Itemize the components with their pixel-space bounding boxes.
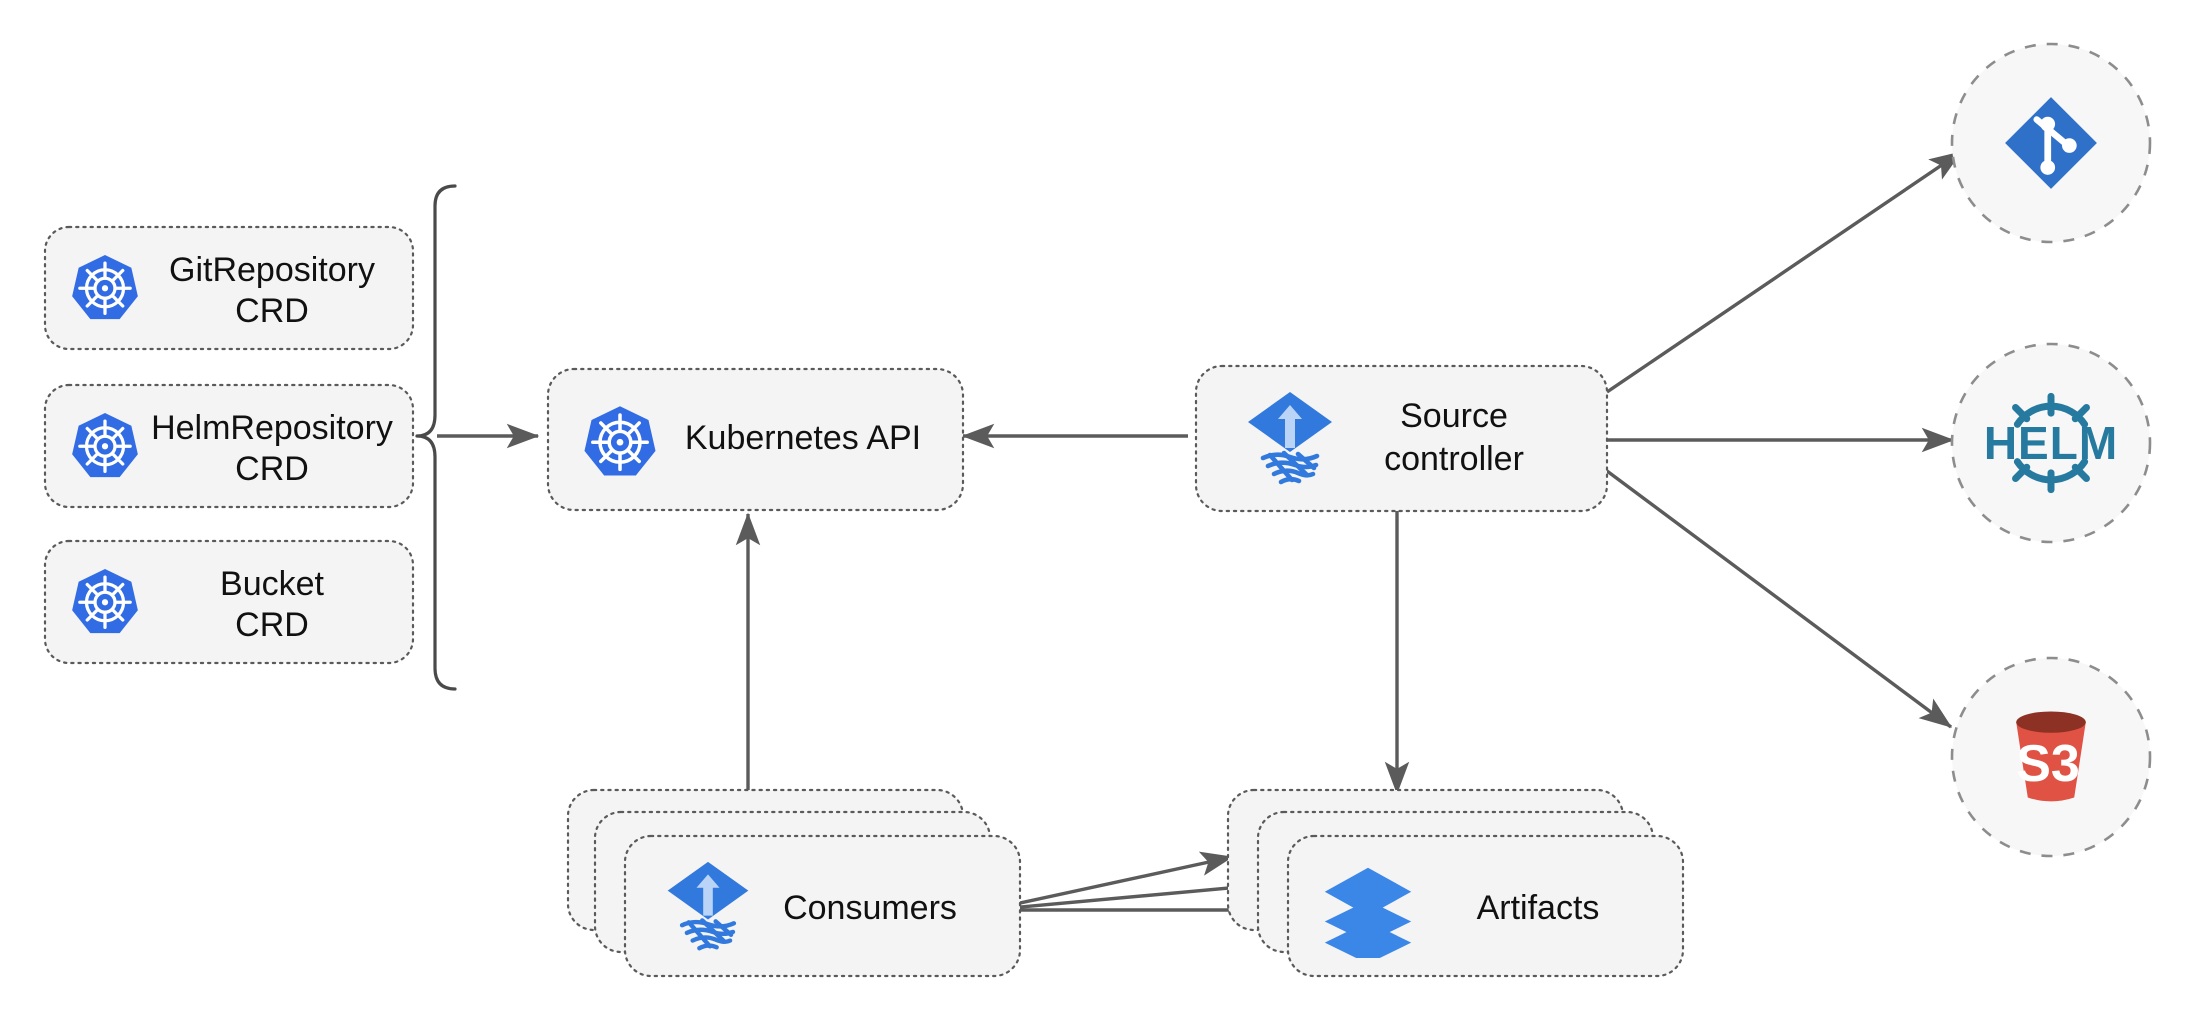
kubernetes-api-label: Kubernetes API [685, 419, 921, 457]
crd-label-line2: CRD [235, 606, 309, 644]
node-consumers[interactable]: Consumers [566, 788, 1022, 978]
crd-label-line2: CRD [235, 292, 309, 330]
crd-label-line2: CRD [235, 450, 309, 488]
source-controller-label-line2: controller [1384, 440, 1524, 478]
crd-group: GitRepository CRD HelmRepository CRD Buc… [43, 184, 457, 691]
crd-label-line1: Bucket [220, 565, 324, 603]
node-artifacts[interactable]: Artifacts [1226, 788, 1685, 978]
artifacts-label: Artifacts [1477, 889, 1600, 927]
external-source-helm[interactable]: HELM [1950, 342, 2152, 544]
crd-card-gitrepository[interactable]: GitRepository CRD [43, 225, 415, 351]
edge-source-controller-to-s3 [1605, 469, 1953, 729]
crd-card-helmrepository[interactable]: HelmRepository CRD [43, 383, 415, 509]
helm-wordmark: HELM [1984, 417, 2118, 469]
crd-label-line1: HelmRepository [151, 409, 393, 447]
edge-consumers-to-artifacts-2 [987, 875, 1264, 912]
crd-label-line1: GitRepository [169, 251, 375, 289]
crd-card-bucket[interactable]: Bucket CRD [43, 539, 415, 665]
s3-wordmark: S3 [2016, 735, 2080, 793]
source-controller-label-line1: Source [1400, 397, 1508, 435]
edge-source-controller-to-git [1606, 150, 1963, 394]
crd-group-brace [415, 184, 457, 691]
node-source-controller[interactable]: Source controller [1194, 364, 1609, 513]
node-kubernetes-api[interactable]: Kubernetes API [546, 367, 965, 512]
edge-consumers-to-artifacts-1 [987, 851, 1234, 912]
external-source-git[interactable] [1950, 42, 2152, 244]
external-source-s3[interactable]: S3 [1950, 656, 2152, 858]
consumers-label: Consumers [783, 889, 957, 927]
